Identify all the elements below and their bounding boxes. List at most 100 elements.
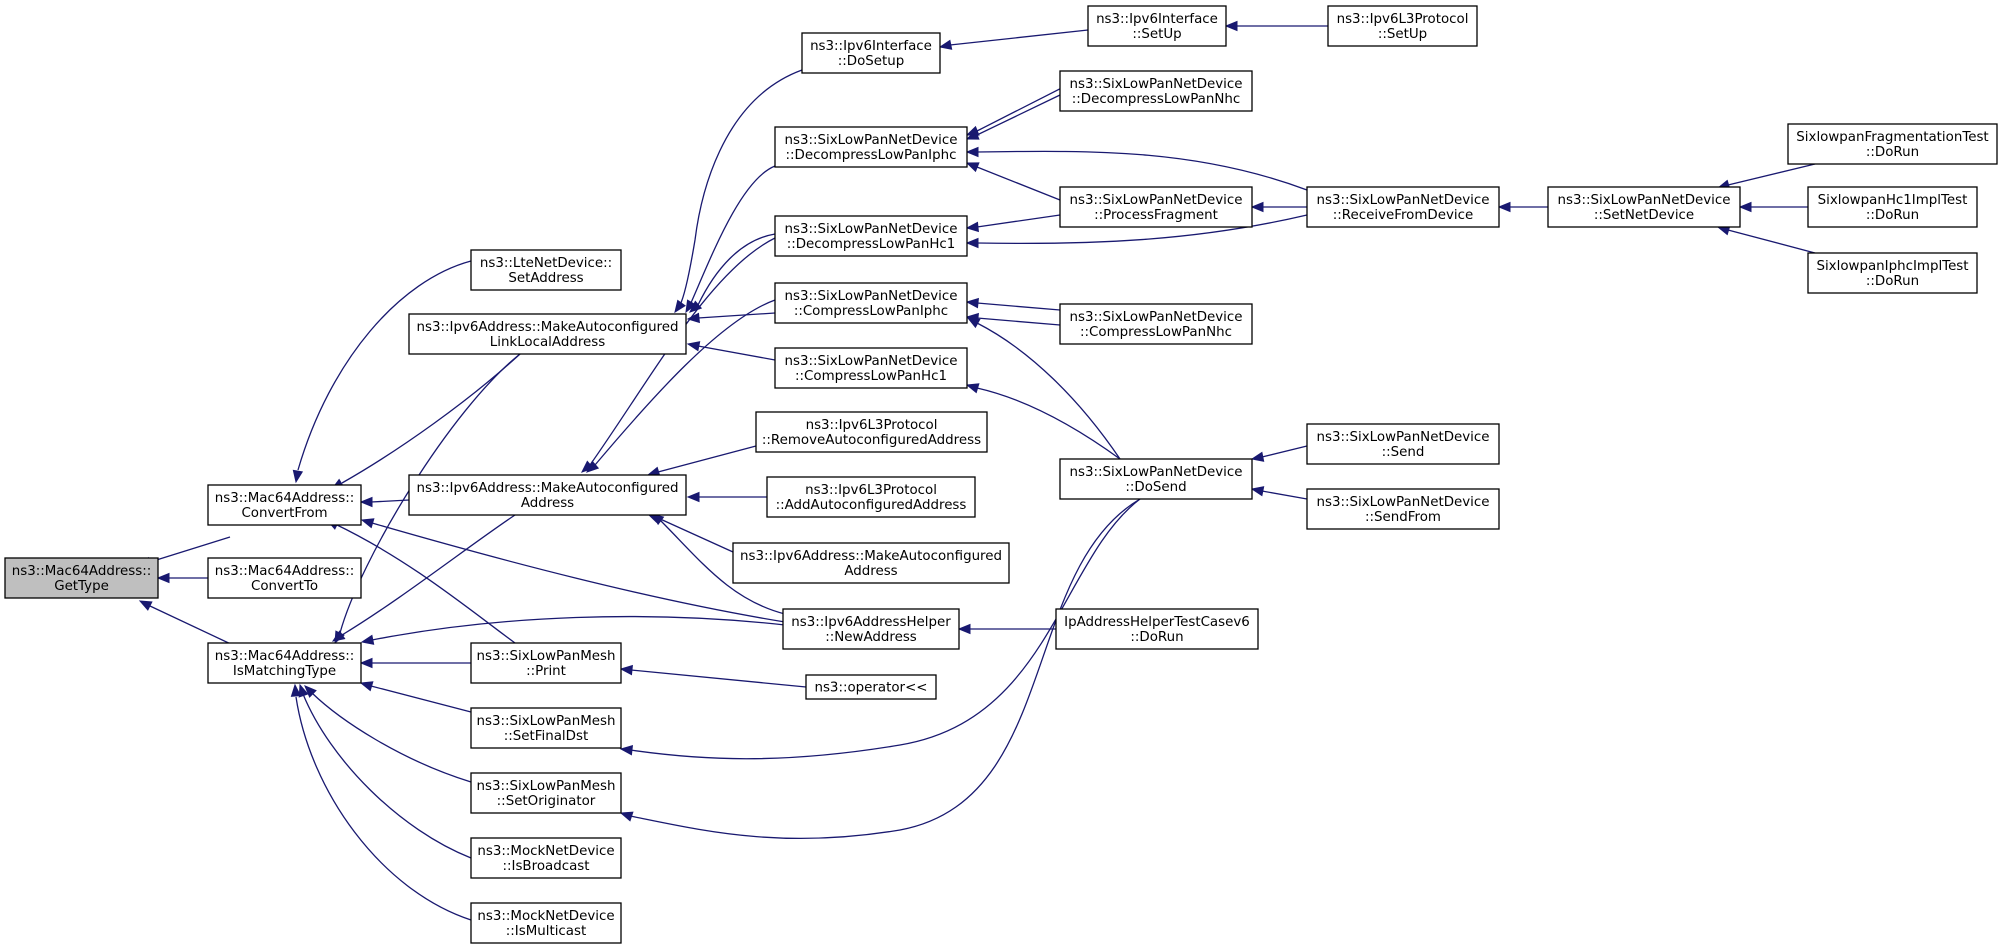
graph-node-decompress-iphc[interactable]: ns3::SixLowPanNetDevice::DecompressLowPa… [774,126,968,168]
call-edge [686,312,776,324]
edge-line [657,517,734,553]
node-box [774,282,968,324]
graph-node-decompress-nhc[interactable]: ns3::SixLowPanNetDevice::DecompressLowPa… [1059,70,1253,112]
call-edge [1738,201,1808,213]
graph-node-convertto[interactable]: ns3::Mac64Address::ConvertTo [207,557,362,599]
graph-node-ipv6l3-setup[interactable]: ns3::Ipv6L3Protocol::SetUp [1327,5,1478,47]
edge-line [297,260,472,471]
call-edge [1716,225,1816,254]
graph-node-compress-hc1[interactable]: ns3::SixLowPanNetDevice::CompressLowPanH… [774,347,968,389]
node-box [1059,458,1253,500]
graph-node-lte-setaddress[interactable]: ns3::LteNetDevice::SetAddress [470,249,622,291]
edge-arrowhead [965,162,980,173]
edge-arrowhead [1250,451,1265,462]
edge-line [976,166,1061,201]
graph-node-ipv6if-setup[interactable]: ns3::Ipv6Interface::SetUp [1087,5,1227,47]
node-box [470,249,622,291]
node-label: ::SetOriginator [497,794,596,809]
node-label: ns3::Ipv6Address::MakeAutoconfigured [740,549,1002,564]
graph-node-convertfrom[interactable]: ns3::Mac64Address::ConvertFrom [207,484,362,526]
edge-arrowhead [674,299,686,314]
node-label: SetAddress [508,271,583,286]
call-edge [965,383,1121,460]
graph-node-receivefromdevice[interactable]: ns3::SixLowPanNetDevice::ReceiveFromDevi… [1306,186,1500,228]
call-edge [965,312,1061,326]
node-label: ::SetUp [1132,27,1181,42]
node-label: IsMatchingType [233,664,336,679]
graph-node-addauto[interactable]: ns3::Ipv6L3Protocol::AddAutoconfiguredAd… [766,476,976,518]
node-label: ns3::SixLowPanNetDevice [1070,193,1243,208]
node-box [732,542,1010,584]
graph-node-operator-ll[interactable]: ns3::operator<< [805,674,937,700]
edge-line [976,317,1061,326]
graph-node-fragtest-dorun[interactable]: SixlowpanFragmentationTest::DoRun [1787,123,1998,165]
node-box [1059,186,1253,228]
node-label: ::IsMulticast [506,924,586,939]
edge-arrowhead [965,383,980,394]
graph-node-mesh-setoriginator[interactable]: ns3::SixLowPanMesh::SetOriginator [470,772,622,814]
graph-node-hc1test-dorun[interactable]: SixlowpanHc1ImplTest::DoRun [1807,186,1978,228]
node-label: ConvertTo [251,579,318,594]
node-box [470,772,622,814]
graph-node-makeauto-address[interactable]: ns3::Ipv6Address::MakeAutoconfiguredAddr… [408,474,687,516]
edge-arrowhead [965,125,980,136]
call-edge [957,623,1056,635]
graph-node-iphelpertest-dorun[interactable]: IpAddressHelperTestCasev6::DoRun [1055,608,1259,650]
edge-arrowhead [1250,201,1264,213]
node-label: ns3::SixLowPanNetDevice [1070,77,1243,92]
graph-node-ismatchingtype[interactable]: ns3::Mac64Address::IsMatchingType [207,642,362,684]
node-label: ns3::SixLowPanNetDevice [785,289,958,304]
node-box [1807,186,1978,228]
node-label: ns3::operator<< [814,681,927,696]
edge-arrowhead [965,237,979,249]
graph-node-compress-nhc[interactable]: ns3::SixLowPanNetDevice::CompressLowPanN… [1059,303,1253,345]
graph-node-mock-ismulticast[interactable]: ns3::MockNetDevice::IsMulticast [470,902,622,944]
call-edge [965,297,1061,311]
graph-node-compress-iphc[interactable]: ns3::SixLowPanNetDevice::CompressLowPanI… [774,282,968,324]
edge-line [149,536,231,563]
node-box [4,557,159,599]
node-label: Address [521,496,574,511]
node-label: SixlowpanHc1ImplTest [1818,193,1968,208]
node-label: ::Send [1382,445,1425,460]
node-box [1055,608,1259,650]
graph-node-helper-newaddress[interactable]: ns3::Ipv6AddressHelper::NewAddress [782,608,960,650]
node-box [470,837,622,879]
edge-arrowhead [298,683,309,698]
node-box [805,674,937,700]
node-label: ns3::Mac64Address:: [215,649,355,664]
node-box [207,642,362,684]
node-label: ns3::SixLowPanNetDevice [1558,193,1731,208]
graph-node-makeauto-linklocal[interactable]: ns3::Ipv6Address::MakeAutoconfiguredLink… [408,313,687,355]
graph-node-ipv6if-dosetup[interactable]: ns3::Ipv6Interface::DoSetup [801,32,941,74]
node-box [470,707,622,749]
graph-node-sendfrom[interactable]: ns3::SixLowPanNetDevice::SendFrom [1306,488,1500,530]
call-edge [965,162,1061,201]
node-label: ns3::SixLowPanNetDevice [1070,310,1243,325]
graph-node-makeauto-address2[interactable]: ns3::Ipv6Address::MakeAutoconfiguredAddr… [732,542,1010,584]
graph-node-processfragment[interactable]: ns3::SixLowPanNetDevice::ProcessFragment [1059,186,1253,228]
graph-node-mock-isbroadcast[interactable]: ns3::MockNetDevice::IsBroadcast [470,837,622,879]
graph-node-send[interactable]: ns3::SixLowPanNetDevice::Send [1306,423,1500,465]
node-label: ns3::Ipv6Interface [810,39,932,54]
node-box [774,347,968,389]
node-box [1306,488,1500,530]
graph-node-mesh-print[interactable]: ns3::SixLowPanMesh::Print [470,642,622,684]
edge-line [976,302,1061,311]
edge-line [949,29,1089,46]
graph-node-setnetdevice[interactable]: ns3::SixLowPanNetDevice::SetNetDevice [1547,186,1741,228]
node-label: ::DoRun [1866,274,1919,289]
node-label: ::SetUp [1378,27,1427,42]
graph-node-mesh-setfinaldst[interactable]: ns3::SixLowPanMesh::SetFinalDst [470,707,622,749]
edge-arrowhead [290,683,302,697]
graph-node-dosend[interactable]: ns3::SixLowPanNetDevice::DoSend [1059,458,1253,500]
graph-node-removeauto[interactable]: ns3::Ipv6L3Protocol::RemoveAutoconfigure… [755,411,988,453]
graph-node-gettype[interactable]: ns3::Mac64Address::GetType [4,557,159,599]
call-edge [1250,445,1308,462]
node-box [1059,70,1253,112]
edge-arrowhead [359,681,374,692]
node-box [1087,5,1227,47]
edge-arrowhead [1224,20,1238,32]
graph-node-iphctest-dorun[interactable]: SixlowpanIphcImplTest::DoRun [1807,252,1978,294]
graph-node-decompress-hc1[interactable]: ns3::SixLowPanNetDevice::DecompressLowPa… [774,215,968,257]
